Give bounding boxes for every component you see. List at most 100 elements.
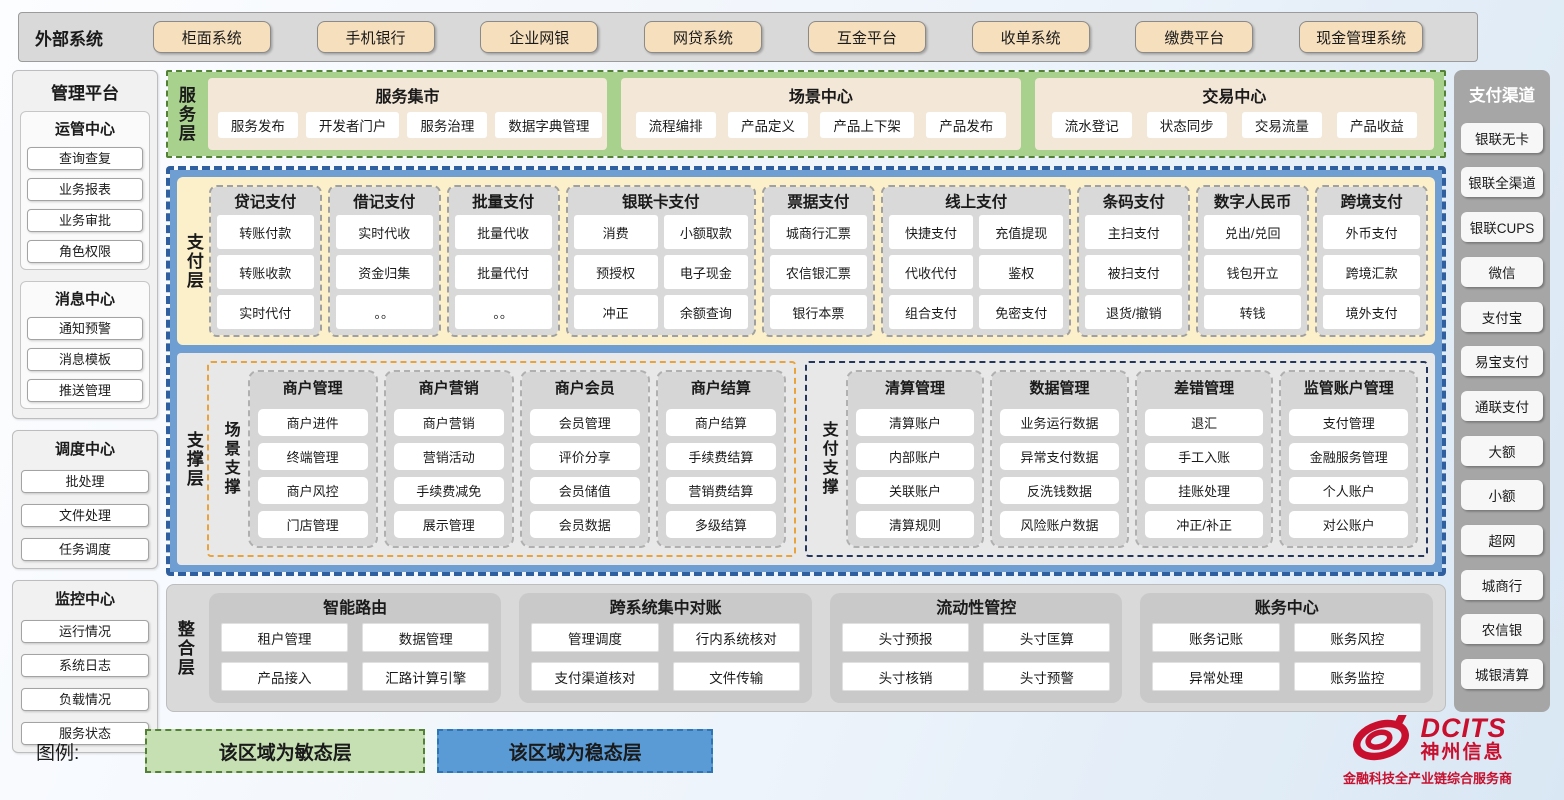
- external-system-item: 网贷系统: [644, 21, 763, 53]
- support-item: 营销费结算: [665, 477, 776, 504]
- integration-item: 头寸预报: [841, 623, 970, 652]
- service-panel: 服务集市服务发布开发者门户服务治理数据字典管理: [207, 78, 608, 150]
- integration-item: 头寸核销: [841, 662, 970, 691]
- support-item: 评价分享: [529, 443, 640, 470]
- support-item: 异常支付数据: [1000, 443, 1119, 470]
- payment-item: 预授权: [573, 255, 658, 289]
- payment-item: 。。: [454, 295, 552, 329]
- support-item: 商户风控: [257, 477, 368, 504]
- support-item: 手工入账: [1144, 443, 1264, 470]
- payment-channel-item: 大额: [1461, 435, 1543, 466]
- integration-item: 账务风控: [1293, 623, 1422, 652]
- payment-item: 批量代收: [454, 215, 552, 249]
- integration-panel-title: 账务中心: [1254, 600, 1319, 617]
- payment-item: 冲正: [573, 295, 658, 329]
- legend-agile-box: 该区域为敏态层: [145, 729, 426, 773]
- external-systems-list: 柜面系统手机银行企业网银网贷系统互金平台收单系统缴费平台现金管理系统: [115, 21, 1461, 53]
- footer: 图例: 该区域为敏态层该区域为稳态层 DCITS 神州信息 金融科技全产业链综合…: [12, 712, 1550, 800]
- service-panel-items: 服务发布开发者门户服务治理数据字典管理: [217, 112, 603, 138]
- payment-column-title: 贷记支付: [234, 194, 297, 211]
- payment-column-title: 跨境支付: [1340, 194, 1403, 211]
- support-group: 商户结算商户结算手续费结算营销费结算多级结算: [655, 370, 786, 548]
- management-group: 运管中心查询查复业务报表业务审批角色权限: [20, 111, 150, 270]
- payment-column-title: 批量支付: [472, 194, 535, 211]
- payment-layer: 支付层 贷记支付转账付款转账收款实时代付借记支付实时代收资金归集。。批量支付批量…: [177, 177, 1435, 345]
- service-item: 状态同步: [1146, 112, 1227, 138]
- management-item: 业务报表: [27, 178, 143, 201]
- payment-column-items: 兑出/兑回钱包开立转钱: [1204, 215, 1302, 329]
- integration-panel: 智能路由租户管理数据管理产品接入汇路计算引擎: [208, 593, 502, 703]
- logo-cn-name: 神州信息: [1420, 742, 1505, 764]
- service-item: 服务治理: [407, 112, 488, 138]
- management-group-box: 调度中心批处理文件处理任务调度: [12, 430, 158, 569]
- logo-text: DCITS 神州信息: [1420, 715, 1506, 765]
- support-group-title: 监管账户管理: [1303, 380, 1394, 397]
- external-system-item: 收单系统: [971, 21, 1090, 53]
- payment-column-title: 条码支付: [1102, 194, 1165, 211]
- integration-item: 异常处理: [1152, 662, 1280, 691]
- support-item: 业务运行数据: [1000, 409, 1119, 436]
- payment-column-items: 城商行汇票农信银汇票银行本票: [769, 215, 867, 329]
- payment-channel-item: 银联CUPS: [1461, 212, 1543, 243]
- integration-item: 头寸匡算: [983, 623, 1111, 652]
- service-panel-title: 服务集市: [375, 89, 440, 106]
- dcits-swirl-icon: [1353, 715, 1410, 761]
- management-group-title: 消息中心: [54, 291, 115, 308]
- support-layer: 支撑层 场景支撑商户管理商户进件终端管理商户风控门店管理商户营销商户营销营销活动…: [177, 353, 1435, 565]
- service-panel-items: 流水登记状态同步交易流量产品收益: [1045, 112, 1424, 138]
- integration-layer-panels: 智能路由租户管理数据管理产品接入汇路计算引擎跨系统集中对账管理调度行内系统核对支…: [208, 593, 1434, 703]
- support-group: 差错管理退汇手工入账挂账处理冲正/补正: [1134, 370, 1274, 548]
- support-group-title: 差错管理: [1174, 380, 1235, 397]
- payment-item: 余额查询: [663, 295, 748, 329]
- payment-column: 数字人民币兑出/兑回钱包开立转钱: [1196, 185, 1310, 337]
- payment-column: 票据支付城商行汇票农信银汇票银行本票: [761, 185, 875, 337]
- payment-item: 外币支付: [1323, 215, 1421, 249]
- support-layer-sections: 场景支撑商户管理商户进件终端管理商户风控门店管理商户营销商户营销营销活动手续费减…: [206, 361, 1428, 557]
- service-panel-title: 场景中心: [788, 89, 853, 106]
- payment-item: 转账付款: [216, 215, 314, 249]
- support-group: 商户会员会员管理评价分享会员储值会员数据: [519, 370, 650, 548]
- integration-item: 产品接入: [220, 662, 349, 691]
- management-platform-sidebar: 管理平台运管中心查询查复业务报表业务审批角色权限消息中心通知预警消息模板推送管理…: [12, 70, 158, 753]
- payment-item: 城商行汇票: [769, 215, 867, 249]
- payment-channel-item: 支付宝: [1461, 301, 1543, 332]
- payment-column-items: 转账付款转账收款实时代付: [216, 215, 314, 329]
- payment-item: 转账收款: [216, 255, 314, 289]
- support-section-scene: 场景支撑商户管理商户进件终端管理商户风控门店管理商户营销商户营销营销活动手续费减…: [206, 361, 796, 557]
- integration-layer-label: 整合层: [174, 619, 194, 677]
- management-item: 推送管理: [27, 379, 143, 402]
- payment-item: 电子现金: [663, 255, 748, 289]
- payment-item: 兑出/兑回: [1204, 215, 1302, 249]
- legend-items: 该区域为敏态层该区域为稳态层: [145, 729, 714, 773]
- payment-column-items: 批量代收批量代付。。: [454, 215, 552, 329]
- integration-item: 文件传输: [672, 662, 800, 691]
- support-item: 终端管理: [257, 443, 368, 470]
- service-item: 产品收益: [1336, 112, 1417, 138]
- payment-channel-item: 超网: [1461, 525, 1543, 556]
- payment-column-items: 快捷支付充值提现代收代付鉴权组合支付免密支付: [888, 215, 1064, 329]
- support-item: 反洗钱数据: [1000, 477, 1119, 504]
- payment-column: 借记支付实时代收资金归集。。: [327, 185, 441, 337]
- management-group-title: 运管中心: [54, 121, 115, 138]
- external-system-item: 企业网银: [480, 21, 599, 53]
- support-group: 商户营销商户营销营销活动手续费减免展示管理: [383, 370, 514, 548]
- integration-item: 数据管理: [362, 623, 490, 652]
- payment-item: 消费: [573, 215, 658, 249]
- dcits-logo: DCITS 神州信息 金融科技全产业链综合服务商: [1343, 715, 1512, 787]
- support-item: 清算规则: [855, 511, 975, 538]
- integration-panel: 跨系统集中对账管理调度行内系统核对支付渠道核对文件传输: [519, 593, 812, 703]
- service-panel: 场景中心流程编排产品定义产品上下架产品发布: [621, 78, 1021, 150]
- support-item: 冲正/补正: [1144, 511, 1264, 538]
- payment-layer-label: 支付层: [183, 232, 203, 290]
- support-group-title: 清算管理: [884, 380, 945, 397]
- payment-column: 条码支付主扫支付被扫支付退货/撤销: [1077, 185, 1191, 337]
- management-item: 查询查复: [27, 147, 143, 170]
- service-item: 数据字典管理: [495, 112, 603, 138]
- external-system-item: 手机银行: [316, 21, 435, 53]
- service-item: 开发者门户: [305, 112, 400, 138]
- payment-item: 转钱: [1204, 295, 1302, 329]
- management-item: 任务调度: [21, 538, 149, 561]
- support-section-payment: 支付支撑清算管理清算账户内部账户关联账户清算规则数据管理业务运行数据异常支付数据…: [804, 361, 1428, 557]
- support-group-title: 商户会员: [554, 380, 615, 397]
- payment-column-items: 外币支付跨境汇款境外支付: [1323, 215, 1421, 329]
